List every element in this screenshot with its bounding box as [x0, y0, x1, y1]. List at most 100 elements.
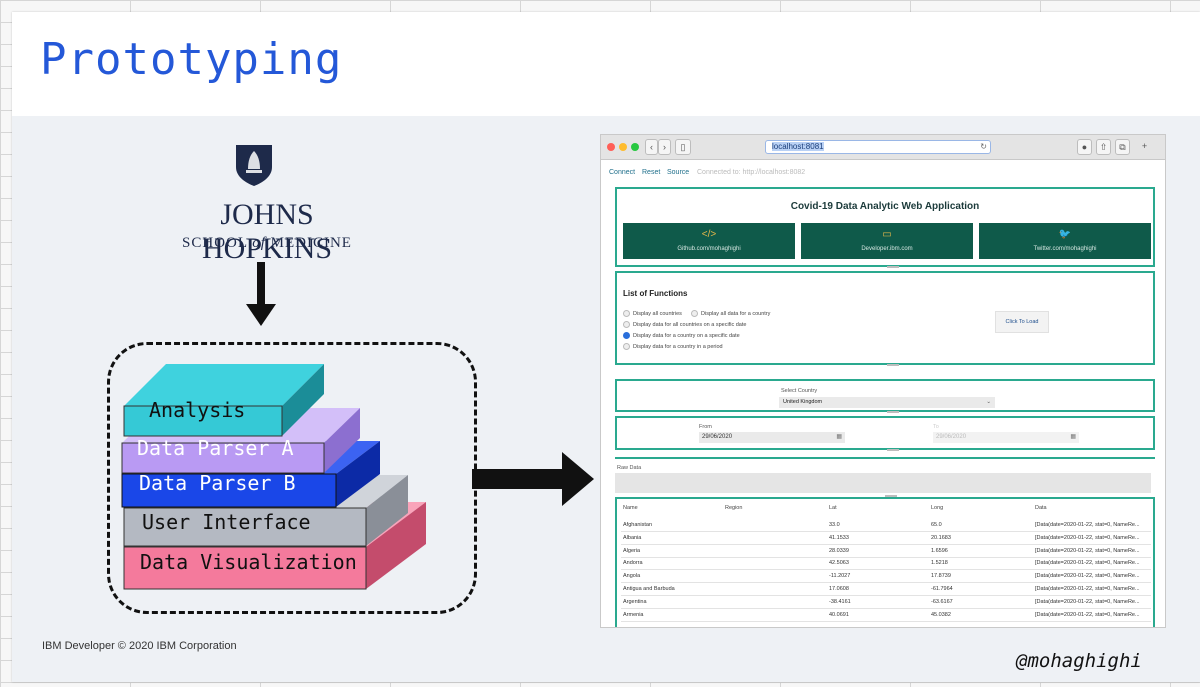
twitter-tile[interactable]: 🐦 Twitter.com/mohaghighi [979, 223, 1151, 259]
table-cell: Argentina [623, 598, 647, 605]
table-cell: 45.0382 [931, 611, 951, 618]
column-header-data[interactable]: Data [1035, 505, 1047, 511]
table-cell: 1.5218 [931, 560, 948, 567]
table-row[interactable]: Argentina-38.4161-63.6167[Data(date=2020… [621, 596, 1151, 609]
splitter-handle[interactable] [887, 411, 899, 413]
table-cell: -11.2027 [829, 573, 851, 580]
table-cell: 33.0 [829, 522, 840, 528]
table-cell: [Data(date=2020-01-22, stat=0, NameRe... [1035, 522, 1140, 528]
table-cell: 41.1533 [829, 534, 849, 541]
layer-stack [121, 364, 426, 590]
table-row[interactable]: Armenia 40.0691 45.0382 [Data(date=2020-01-… [621, 609, 1151, 622]
raw-data-panel: Raw Data [615, 457, 1155, 497]
reset-link[interactable]: Reset [642, 169, 661, 176]
app-title: Covid-19 Data Analytic Web Application [790, 201, 980, 212]
from-date-input[interactable]: 29/06/2020▦ [699, 432, 845, 443]
source-link[interactable]: Source [667, 169, 690, 176]
radio-button[interactable] [623, 321, 630, 328]
radio-button[interactable] [691, 310, 698, 317]
table-cell: -61.7964 [931, 586, 953, 592]
option-country-date[interactable]: Display data for a country on a specific… [623, 332, 740, 339]
table-row[interactable]: Angola -11.2027 17.8739 [Data(date=2020-01-… [621, 570, 1151, 584]
radio-button[interactable] [623, 310, 630, 317]
logo-name: JOHNS HOPKINS [201, 198, 333, 265]
logo-subtitle: SCHOOL of MEDICINE [182, 235, 352, 251]
country-select[interactable]: United Kingdom⌄ [779, 397, 995, 408]
splitter-handle[interactable] [887, 364, 899, 366]
radio-button-selected[interactable] [623, 332, 630, 339]
splitter-handle[interactable] [887, 449, 899, 451]
option-country-period[interactable]: Display data for a country in a period [623, 343, 723, 350]
minimize-window-button[interactable] [619, 143, 627, 151]
new-tab-icon[interactable]: + [1141, 141, 1148, 151]
from-label: From [699, 424, 712, 430]
app-toolbar: Connect Reset Source Connected to: http:… [601, 161, 1165, 183]
option-all-countries-date[interactable]: Display data for all countries on a spec… [623, 321, 746, 328]
back-arrow-icon[interactable]: ‹ [645, 139, 658, 155]
address-bar[interactable]: localhost:8081 ↻ [765, 140, 991, 154]
author-handle: @mohaghighi [1016, 650, 1142, 672]
table-cell: Angola [623, 573, 641, 580]
twitter-icon: 🐦 [1058, 229, 1072, 240]
table-cell: Armenia [623, 611, 644, 618]
forward-arrow-icon[interactable]: › [658, 139, 671, 155]
reload-icon[interactable]: ↻ [980, 142, 987, 151]
developer-tile[interactable]: ▭ Developer.ibm.com [801, 223, 973, 259]
footer-copyright: IBM Developer © 2020 IBM Corporation [42, 640, 237, 652]
column-header-name[interactable]: Name [623, 505, 638, 511]
column-header-lat[interactable]: Lat [829, 505, 837, 511]
select-country-label: Select Country [781, 388, 818, 394]
option-all-countries[interactable]: Display all countries [623, 310, 682, 317]
table-cell: [Data(date=2020-01-22, stat=0, NameRe... [1035, 573, 1140, 580]
layer-label-analysis: Analysis [149, 398, 246, 422]
url-text: localhost:8081 [772, 142, 824, 151]
slide: Prototyping JOHNS HOPKINS SCHOOL of MEDI… [12, 12, 1200, 682]
calendar-icon[interactable]: ▦ [836, 434, 842, 440]
sidebar-icon[interactable]: ▯ [675, 139, 691, 155]
table-cell: 17.8739 [931, 573, 951, 580]
functions-heading: List of Functions [623, 289, 688, 298]
splitter-handle[interactable] [887, 266, 899, 268]
window-icon: ▭ [882, 229, 892, 240]
shield-icon [236, 145, 272, 186]
raw-data-area[interactable] [615, 473, 1151, 493]
table-cell: [Data(date=2020-01-22, stat=0, NameRe... [1035, 560, 1140, 567]
share-icon[interactable]: ⇧ [1096, 139, 1111, 155]
info-icon[interactable]: ● [1077, 139, 1092, 155]
country-panel: Select Country United Kingdom⌄ [615, 379, 1155, 413]
table-cell: Andorra [623, 560, 643, 567]
table-cell: [Data(date=2020-01-22, stat=0, NameRe... [1035, 611, 1140, 618]
date-panel: From 29/06/2020▦ To 29/06/2020▦ [615, 416, 1155, 451]
table-cell: -63.6167 [931, 598, 953, 605]
tabs-icon[interactable]: ⧉ [1115, 139, 1130, 155]
calendar-icon[interactable]: ▦ [1070, 434, 1076, 440]
github-tile[interactable]: </> Github.com/mohaghighi [623, 223, 795, 259]
radio-button[interactable] [623, 343, 630, 350]
layer-label-data-visualization: Data Visualization [140, 550, 357, 574]
code-icon: </> [701, 229, 717, 240]
raw-data-label: Raw Data [617, 465, 642, 471]
table-cell: Antigua and Barbuda [623, 586, 675, 592]
splitter-handle[interactable] [885, 495, 897, 497]
twitter-tile-label: Twitter.com/mohaghighi [1033, 246, 1097, 252]
column-header-region[interactable]: Region [725, 505, 743, 511]
column-header-long[interactable]: Long [931, 505, 944, 511]
zoom-window-button[interactable] [631, 143, 639, 151]
to-label: To [933, 424, 939, 430]
table-cell: 20.1683 [931, 534, 951, 541]
table-cell: 28.0339 [829, 547, 849, 554]
close-window-button[interactable] [607, 143, 615, 151]
option-all-data-country[interactable]: Display all data for a country [691, 310, 770, 317]
click-to-load-button[interactable]: Click To Load [995, 311, 1049, 333]
functions-panel: List of Functions Display all countries … [615, 271, 1155, 366]
connect-link[interactable]: Connect [609, 169, 636, 176]
to-date-input[interactable]: 29/06/2020▦ [933, 432, 1079, 443]
table-cell: 40.0691 [829, 611, 849, 618]
table-cell: Albania [623, 534, 642, 541]
